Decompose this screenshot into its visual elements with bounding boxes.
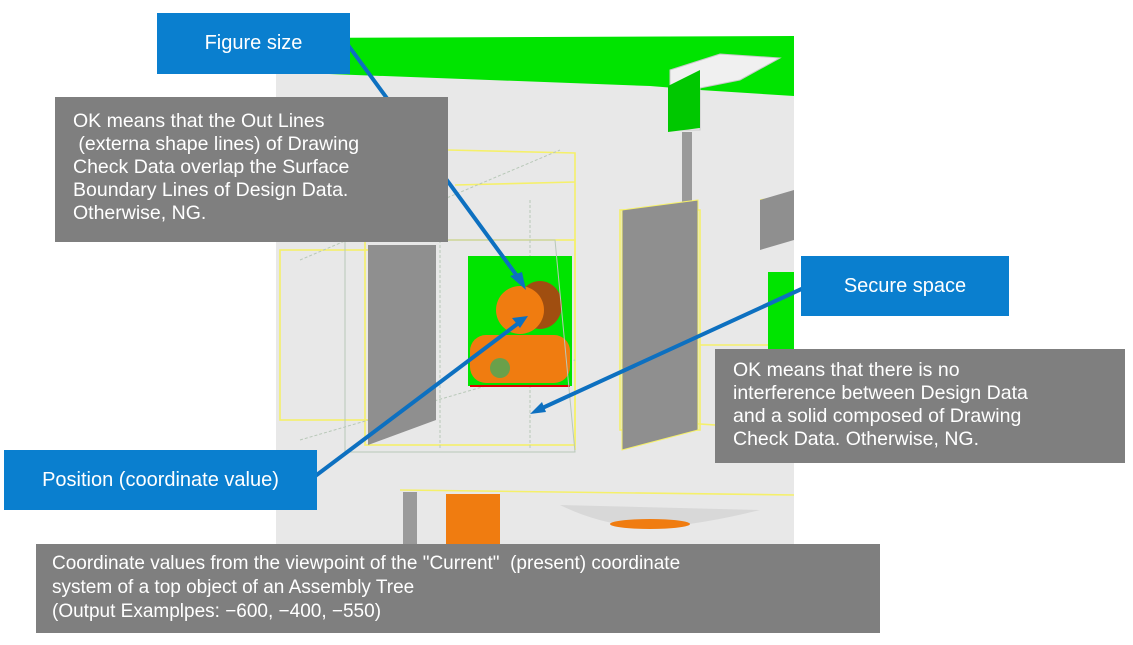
arrow-secure-space <box>537 284 809 412</box>
orange-column <box>446 494 500 545</box>
note-line: (Output Examplpes: −600, −400, −550) <box>52 601 382 622</box>
note-line: Check Data. Otherwise, NG. <box>733 428 979 450</box>
note-line: OK means that the Out Lines <box>73 110 325 132</box>
center-panel <box>621 199 699 451</box>
arrow-position <box>308 320 522 482</box>
figure-size-note: OK means that the Out Lines (externa sha… <box>55 97 448 242</box>
note-line: system of a top object of an Assembly Tr… <box>52 577 415 598</box>
note-line: interference between Design Data <box>733 382 1028 404</box>
shaft <box>682 132 692 262</box>
note-line: and a solid composed of Drawing <box>733 405 1022 427</box>
note-line: Otherwise, NG. <box>73 202 207 224</box>
note-line: (externa shape lines) of Drawing <box>73 133 360 155</box>
disc <box>560 505 760 528</box>
arrowhead-position <box>512 316 528 328</box>
figure-size-label: Figure size <box>157 13 350 74</box>
left-panel <box>368 245 436 445</box>
note-line: Check Data overlap the Surface <box>73 156 350 178</box>
secure-space-box <box>344 239 576 453</box>
right-panel <box>760 190 794 250</box>
green-ceiling <box>276 36 794 96</box>
note-line: Boundary Lines of Design Data. <box>73 179 349 201</box>
arrowhead-secure-space <box>530 402 546 414</box>
orange-disc <box>610 519 690 529</box>
secure-space-label: Secure space <box>801 256 1009 316</box>
bracket-green <box>668 70 700 132</box>
note-line: OK means that there is no <box>733 359 960 381</box>
arrowhead-figure-size <box>510 272 526 290</box>
lower-left-post <box>403 492 417 545</box>
note-line: Coordinate values from the viewpoint of … <box>52 553 681 574</box>
right-green-box <box>768 272 794 352</box>
gear-assembly <box>470 281 570 387</box>
position-note: Coordinate values from the viewpoint of … <box>36 544 880 633</box>
position-label: Position (coordinate value) <box>4 450 317 510</box>
secure-space-note: OK means that there is no interference b… <box>715 349 1125 463</box>
